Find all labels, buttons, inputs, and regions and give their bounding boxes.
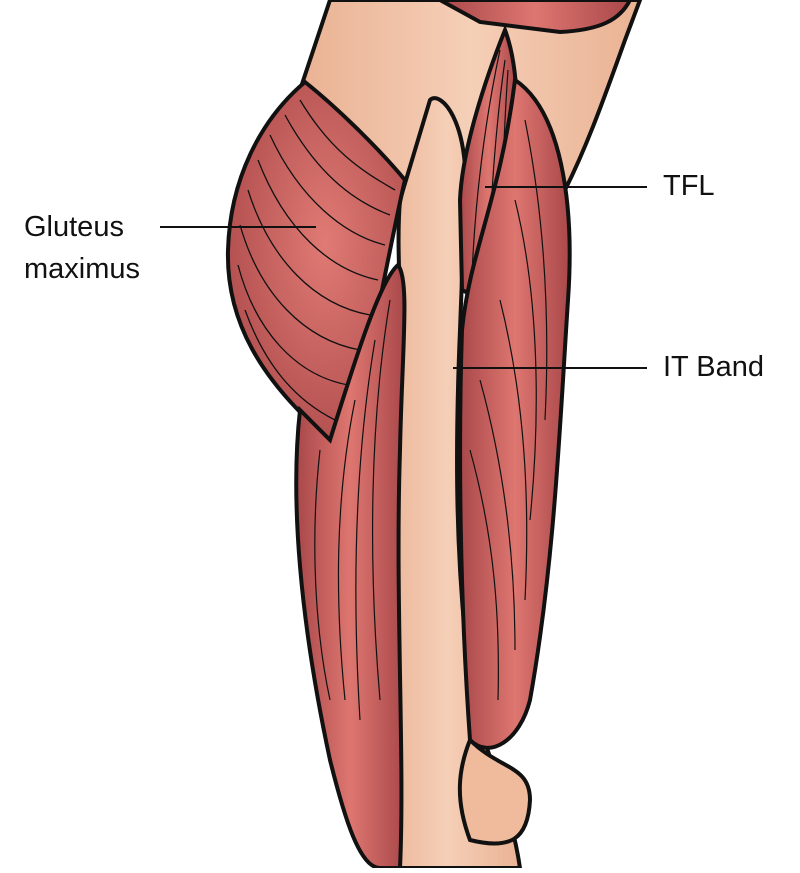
it-band-label: IT Band <box>663 351 765 383</box>
gluteus-maximus-label-line1: Gluteus <box>24 211 124 243</box>
gluteus-maximus-label-line2: maximus <box>24 253 141 285</box>
tfl-label: TFL <box>663 170 715 202</box>
gluteus-medius-edge <box>439 0 633 35</box>
knee <box>457 736 533 846</box>
hamstring-muscle <box>294 262 407 870</box>
